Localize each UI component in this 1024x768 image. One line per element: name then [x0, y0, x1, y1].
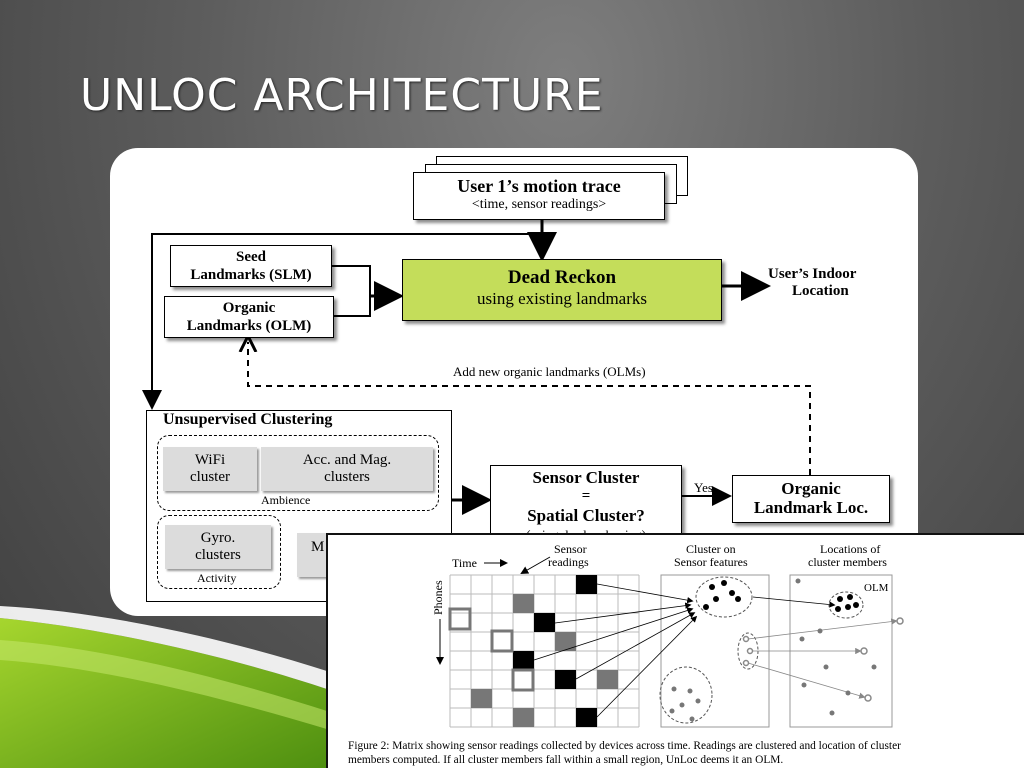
gyro-line1: Gyro.: [200, 530, 236, 546]
accmag-line2: clusters: [324, 469, 370, 485]
ambience-label: Ambience: [261, 493, 311, 507]
organic-loc-line2: Landmark Loc.: [753, 498, 869, 517]
wifi-line2: cluster: [190, 469, 230, 485]
figure-caption-line2: members computed. If all cluster members…: [348, 754, 783, 766]
olm-label: OLM: [864, 582, 889, 594]
dead-reckon-subtitle: using existing landmarks: [477, 289, 647, 308]
matrix-figure: Time Sensor readings Phones Cluster on S…: [326, 533, 1024, 768]
locations-of-line2: cluster members: [808, 555, 887, 569]
seed-landmarks-line1: Seed: [236, 249, 266, 265]
slide-title: UNLOC ARCHITECTURE: [80, 70, 604, 121]
sensor-readings-line2: readings: [548, 555, 589, 569]
seed-landmarks-line2: Landmarks (SLM): [190, 267, 312, 283]
phones-label: Phones: [431, 580, 445, 615]
organic-landmarks-line2: Landmarks (OLM): [186, 318, 312, 334]
time-label: Time: [452, 556, 477, 570]
yes-label: Yes: [694, 480, 713, 495]
wifi-cluster-box: WiFi cluster: [163, 447, 257, 491]
motion-trace-subtitle: <time, sensor readings>: [471, 197, 607, 212]
accmag-line1: Acc. and Mag.: [302, 452, 392, 468]
seed-landmarks-box: Seed Landmarks (SLM): [170, 245, 332, 287]
indoor-location-line1: User’s Indoor: [768, 266, 857, 282]
wifi-line1: WiFi: [194, 452, 226, 468]
motion-trace-title: User 1’s motion trace: [457, 176, 621, 196]
dead-reckon-title: Dead Reckon: [507, 267, 617, 288]
feedback-label: Add new organic landmarks (OLMs): [453, 364, 646, 379]
sensor-cluster-line1: Sensor Cluster: [532, 468, 640, 487]
motion-trace-box: User 1’s motion trace <time, sensor read…: [413, 172, 665, 220]
organic-landmark-loc-box: Organic Landmark Loc.: [732, 475, 890, 523]
clustering-title: Unsupervised Clustering: [163, 411, 333, 428]
ambience-group: [157, 435, 439, 511]
dead-reckon-box: Dead Reckon using existing landmarks: [402, 259, 722, 321]
cluster-on-line2: Sensor features: [674, 555, 748, 569]
sensor-cluster-line2: =: [581, 488, 591, 504]
activity-label: Activity: [197, 571, 237, 585]
organic-landmarks-box: Organic Landmarks (OLM): [164, 296, 334, 338]
organic-loc-line1: Organic: [781, 479, 841, 498]
diagram-connectors: [142, 220, 811, 515]
locations-of-line1: Locations of: [820, 542, 880, 556]
partial-cluster-letter: M: [311, 539, 325, 555]
acc-mag-cluster-box: Acc. and Mag. clusters: [261, 447, 433, 491]
sensor-cluster-box: Sensor Cluster = Spatial Cluster? (using…: [490, 465, 682, 542]
activity-group: [157, 515, 281, 589]
figure-caption-line1: Figure 2: Matrix showing sensor readings…: [348, 740, 901, 752]
gyro-cluster-box: Gyro. clusters: [165, 525, 271, 569]
sensor-readings-line1: Sensor: [554, 542, 587, 556]
matrix-figure-graphic: Time Sensor readings Phones Cluster on S…: [348, 542, 904, 766]
organic-landmarks-line1: Organic: [222, 300, 276, 316]
gyro-line2: clusters: [195, 547, 241, 563]
matrix-cells: [448, 575, 618, 727]
sensor-cluster-line3: Spatial Cluster?: [527, 506, 645, 525]
cluster-on-line1: Cluster on: [686, 542, 736, 556]
indoor-location-line2: Location: [792, 283, 849, 299]
